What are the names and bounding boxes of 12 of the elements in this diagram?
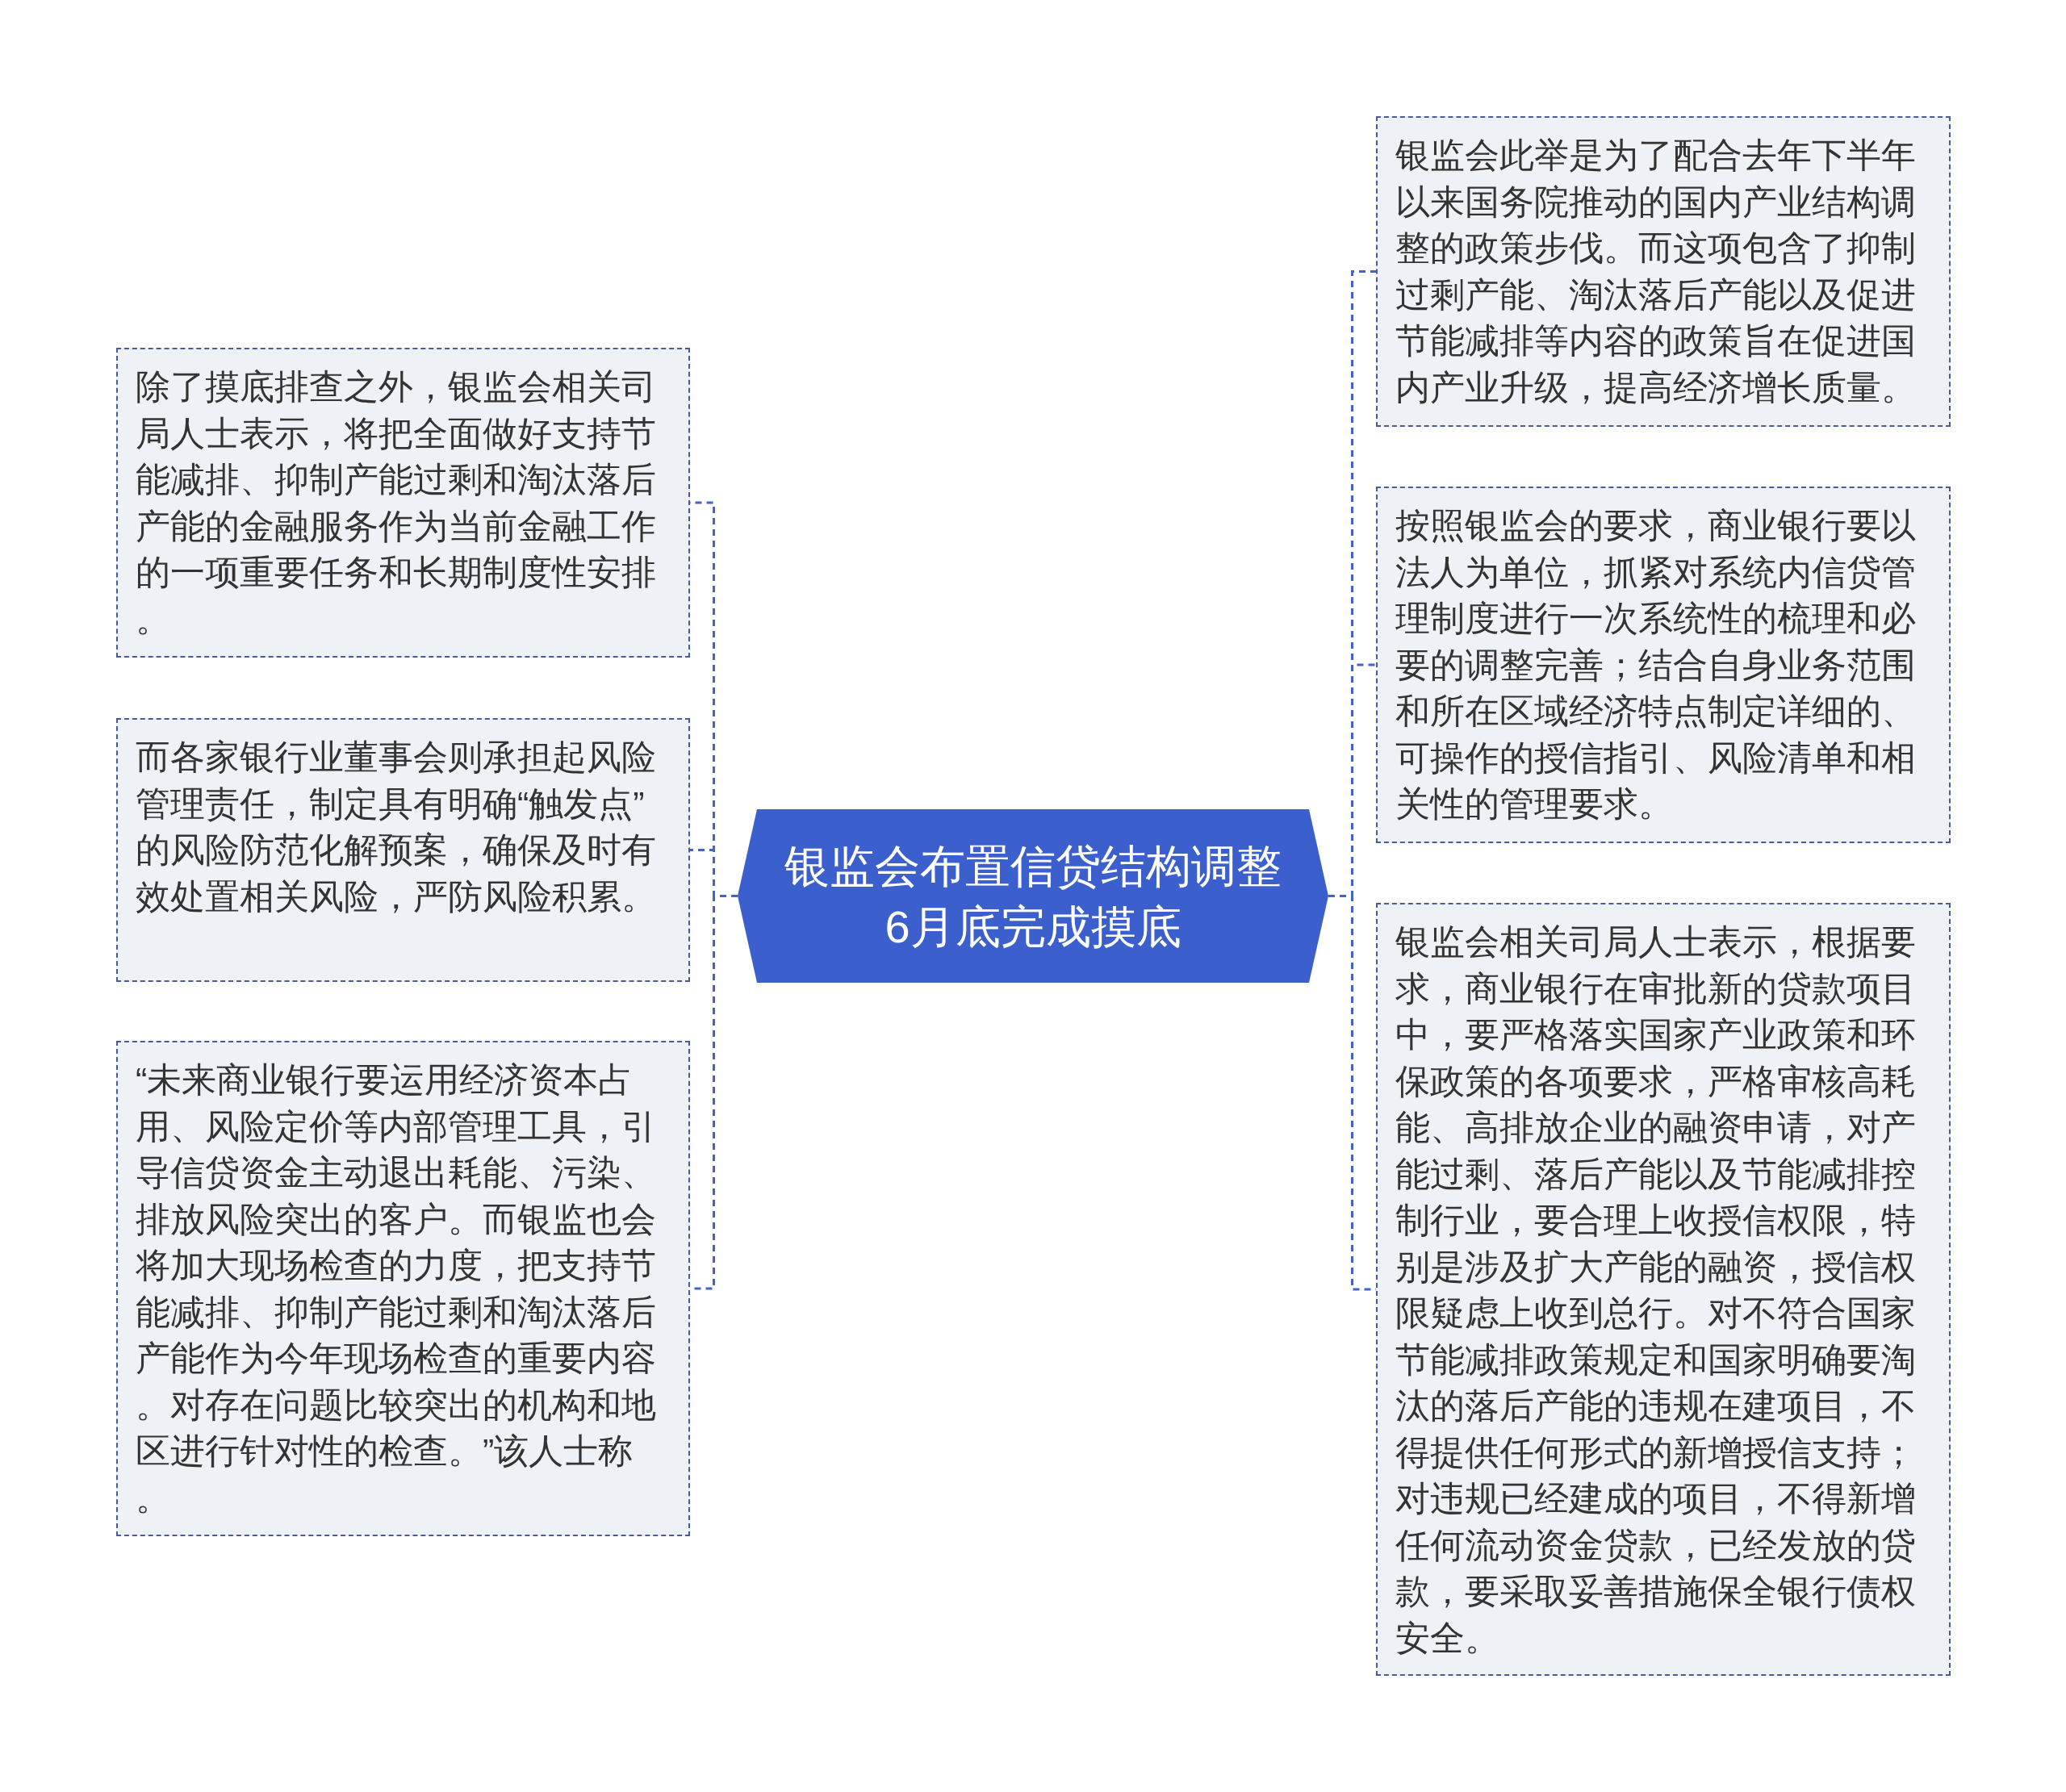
- note-text: 除了摸底排查之外，银监会相关司局人士表示，将把全面做好支持节能减排、抑制产能过剩和淘汰落后产能的金融服务作为当前金融工作的一项重要任务和长期制度性安排。: [136, 366, 657, 640]
- note-card: [116, 1041, 690, 1536]
- note-card: [1376, 487, 1951, 843]
- note-text: 而各家银行业董事会则承担起风险管理责任，制定具有明确“触发点”的风险防范化解预案，确保及时有效处置相关风险，严防风险积累。: [136, 737, 657, 917]
- note-text: “未来商业银行要运用经济资本占用、风险定价等内部管理工具，引导信贷资金主动退出耗能、污染、排放风险突出的客户。而银监也会将加大现场检查的力度，把支持节能减排、抑制产能过剩和淘汰落后产能作为今年现场检查的重要内容。对存在问题比较突出的机构和地区进行针对性的检查。”该人士称。: [136, 1059, 657, 1518]
- note-text: 按照银监会的要求，商业银行要以法人为单位，抓紧对系统内信贷管理制度进行一次系统性的梳理和必要的调整完善；结合自身业务范围和所在区域经济特点制定详细的、可操作的授信指引、风险清单和相关性的管理要求。: [1395, 505, 1917, 825]
- note-card: [116, 718, 690, 982]
- note-text: 银监会此举是为了配合去年下半年以来国务院推动的国内产业结构调整的政策步伐。而这项包含了抑制过剩产能、淘汰落后产能以及促进节能减排等内容的政策旨在促进国内产业升级，提高经济增长质量。: [1395, 135, 1917, 408]
- note-card: [116, 348, 690, 658]
- topic-title: 银监会布置信贷结构调整6月底完成摸底: [784, 839, 1282, 954]
- note-text: 银监会相关司局人士表示，根据要求，商业银行在审批新的贷款项目中，要严格落实国家产业政策和环保政策的各项要求，严格审核高耗能、高排放企业的融资申请，对产能过剩、落后产能以及节能减排控制行业，要合理上收授信权限，特别是涉及扩大产能的融资，授信权限疑虑上收到总行。对不符合国家节能减排政策规定和国家明确要淘汰的落后产能的违规在建项目，不得提供任何形式的新增授信支持；对违规已经建成的项目，不得新增任何流动资金贷款，已经发放的贷款，要采取妥善措施保全银行债权安全。: [1395, 921, 1917, 1659]
- note-card: [1376, 116, 1951, 427]
